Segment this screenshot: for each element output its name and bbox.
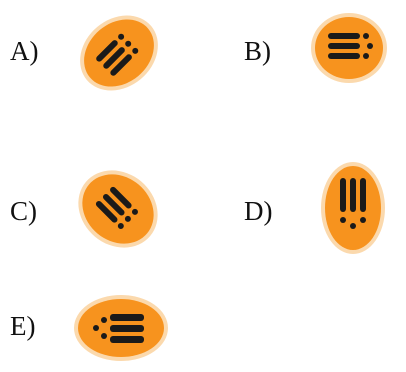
orange-oval-diagonal-bars-down-icon bbox=[74, 168, 162, 250]
orange-oval-diagonal-bars-icon bbox=[76, 15, 162, 91]
orange-oval-horizontal-bars-left-dots-icon bbox=[72, 294, 170, 362]
option-d-label: D) bbox=[244, 196, 273, 226]
orange-oval-horizontal-bars-icon bbox=[310, 12, 388, 84]
option-a-label: A) bbox=[10, 36, 39, 66]
option-e-label: E) bbox=[10, 311, 36, 341]
orange-oval-vertical-bars-icon bbox=[320, 160, 386, 256]
option-b-label: B) bbox=[244, 36, 271, 66]
option-c-label: C) bbox=[10, 196, 37, 226]
